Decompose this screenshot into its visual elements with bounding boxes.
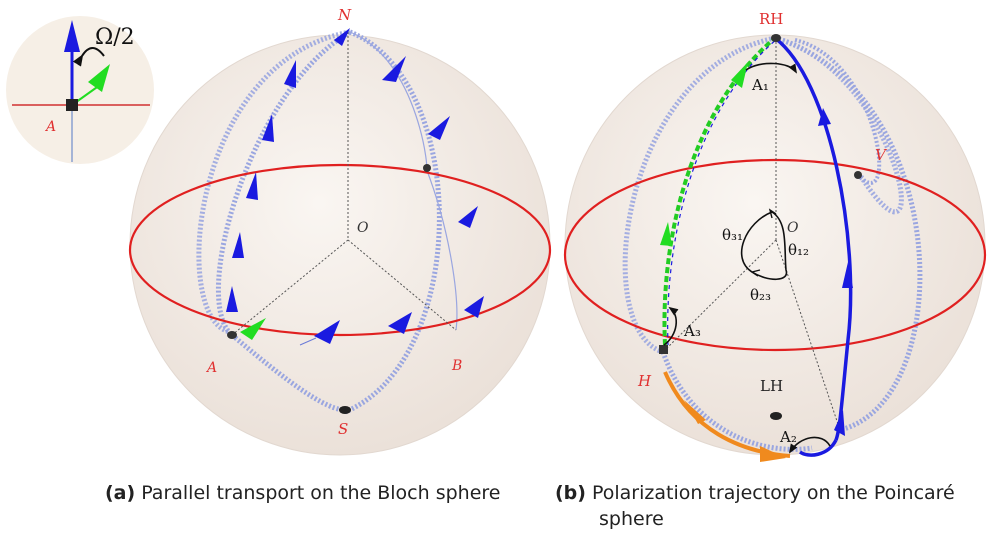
b-point-v xyxy=(854,171,862,179)
trajectory-green-shadow xyxy=(667,37,779,346)
theta-loop xyxy=(740,211,788,281)
caption-a: (a)Parallel transport on the Bloch spher… xyxy=(105,480,505,506)
label-theta31: θ₃₁ xyxy=(722,226,743,244)
axis-oa xyxy=(231,239,349,336)
blue-arrow-1 xyxy=(818,108,831,126)
label-a2: A₂ xyxy=(779,428,797,446)
panel-a: Ω/2 A xyxy=(6,6,552,456)
label-origin-b: O xyxy=(787,220,799,236)
b-point-lh xyxy=(770,412,782,420)
label-h: H xyxy=(637,372,652,390)
inset-point-marker xyxy=(66,99,78,111)
green-arrow-at-a xyxy=(240,318,266,340)
bloch-sphere xyxy=(129,34,551,456)
arc-a1 xyxy=(745,62,797,74)
green-arrow-1 xyxy=(660,222,672,246)
orange-arrow-1 xyxy=(760,446,786,462)
caption-b-tag: (b) xyxy=(555,482,586,504)
label-theta12: θ₁₂ xyxy=(788,241,809,259)
caption-b-text: Polarization trajectory on the Poincaré xyxy=(591,482,955,504)
caption-a-text: Parallel transport on the Bloch sphere xyxy=(141,482,501,504)
orange-arrow-2 xyxy=(684,400,706,424)
b-point-rh xyxy=(771,34,781,42)
label-origin: O xyxy=(357,220,369,236)
caption-a-tag: (a) xyxy=(105,482,136,504)
inset-point-label: A xyxy=(44,119,56,135)
equator xyxy=(128,163,552,337)
inset-blue-arrowhead xyxy=(64,20,80,52)
label-lh: LH xyxy=(760,377,783,395)
blue-arrow-2 xyxy=(842,262,853,288)
b-point-h xyxy=(659,345,668,354)
theta-loop-arrow-2 xyxy=(750,269,761,277)
arc-a2 xyxy=(788,436,831,454)
label-v: V xyxy=(875,146,888,164)
point-a-marker xyxy=(227,331,237,339)
b-equator xyxy=(563,158,987,352)
inset-rotation-arc xyxy=(72,47,105,67)
label-a1: A₁ xyxy=(751,76,769,94)
b-meridian-right xyxy=(794,38,882,185)
label-north: N xyxy=(337,6,352,24)
blue-arrow-3 xyxy=(834,410,845,436)
axis-ob xyxy=(347,239,457,331)
transport-arrows-right xyxy=(382,56,484,318)
label-rh: RH xyxy=(759,10,783,28)
caption-b: (b)Polarization trajectory on the Poinca… xyxy=(555,480,985,532)
transport-arrows-meridian xyxy=(226,28,350,312)
caption-b-text-cont: sphere xyxy=(599,508,664,530)
meridian-right xyxy=(344,29,442,415)
transport-arrows-equator xyxy=(314,312,412,344)
inset-disc xyxy=(6,16,154,164)
b-meridian-right-outer xyxy=(774,35,923,433)
trajectory-blue xyxy=(773,36,853,441)
meridian-front xyxy=(216,29,352,413)
inset: Ω/2 A xyxy=(6,16,154,164)
label-south: S xyxy=(338,420,348,438)
inset-angle-label: Ω/2 xyxy=(95,25,135,50)
arc-a3 xyxy=(663,306,679,346)
theta-loop-arrow-1 xyxy=(768,208,777,219)
label-theta23: θ₂₃ xyxy=(750,286,771,304)
label-point-b: B xyxy=(451,358,462,374)
label-point-a: A xyxy=(205,360,217,376)
inset-green-arrowhead xyxy=(88,64,110,92)
point-s-marker xyxy=(339,406,351,414)
b-meridian-back-left xyxy=(622,35,776,355)
green-arrow-2 xyxy=(731,62,748,88)
trajectory-blue-bottom xyxy=(798,439,838,457)
point-v-marker-a xyxy=(423,164,431,172)
label-a3: A₃ xyxy=(683,322,701,340)
b-axis-h xyxy=(662,239,777,353)
panel-b: RH V H LH O A₁ A₂ A₃ θ₁₂ θ₂₃ θ₃₁ xyxy=(563,10,987,462)
